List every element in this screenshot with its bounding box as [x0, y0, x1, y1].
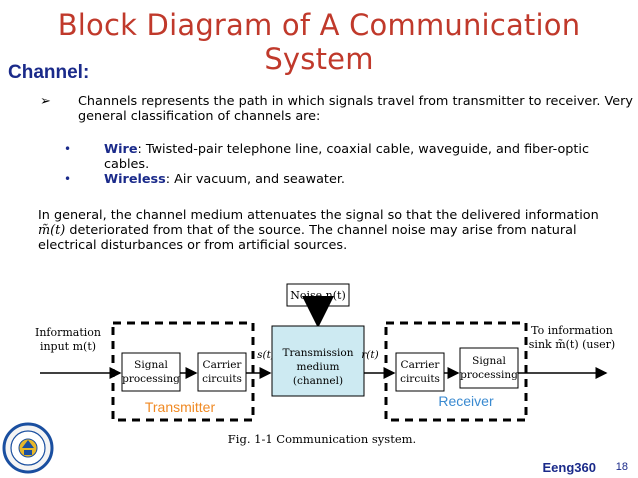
course-label: Eeng360 [542, 460, 596, 475]
intro-text: Channels represents the path in which si… [78, 94, 633, 124]
university-logo-icon [2, 422, 54, 474]
bullet-text: Air vacuum, and seawater. [170, 172, 345, 187]
info-input-label-1: Information [35, 326, 101, 339]
slide-title: Block Diagram of A Communication System [57, 8, 581, 76]
communication-system-diagram: Noise n(t) Information input m(t) Signal… [35, 283, 615, 446]
m-tilde-symbol: m̃(t) [38, 223, 66, 238]
tx-carrier-box [197, 352, 247, 392]
tx-carrier-label-1: Carrier [203, 359, 243, 371]
bullet-term: Wireless [104, 172, 166, 187]
paragraph-part2: deteriorated from that of the source. Th… [38, 223, 577, 253]
channel-paragraph: In general, the channel medium attenuate… [38, 208, 628, 253]
paragraph-part1: In general, the channel medium attenuate… [38, 208, 599, 223]
tx-sp-label-1: Signal [134, 359, 168, 371]
arrow-bullet-icon: ➢ [40, 94, 51, 109]
tx-sp-label-2: processing [122, 373, 180, 385]
rx-sp-label-2: processing [460, 369, 518, 381]
page-number: 18 [615, 461, 628, 473]
channel-label-1: Transmission [283, 347, 354, 359]
channel-box [271, 325, 365, 397]
bullet-text: Twisted-pair telephone line, coaxial cab… [104, 142, 590, 172]
channel-label-2: medium [297, 361, 340, 373]
bullet-dot-icon: • [64, 142, 72, 156]
bullet-item-wire: Wire: Twisted-pair telephone line, coaxi… [104, 142, 624, 172]
transmitter-label: Transmitter [145, 399, 216, 415]
s-label: s(t) [257, 349, 275, 361]
section-heading: Channel: [8, 62, 90, 83]
bullet-sep: : [137, 142, 142, 157]
bullet-term: Wire [104, 142, 138, 157]
info-output-label-2: sink m̃(t) (user) [529, 338, 615, 351]
rx-carrier-box [395, 352, 445, 392]
noise-label: Noise n(t) [290, 289, 346, 302]
figure-caption: Fig. 1-1 Communication system. [228, 432, 416, 446]
receiver-label: Receiver [438, 393, 494, 409]
rx-signal-processing-box [459, 347, 519, 389]
channel-label-3: (channel) [293, 375, 343, 387]
r-label: r(t) [361, 349, 378, 361]
tx-signal-processing-box [121, 352, 181, 392]
rx-carrier-label-2: circuits [400, 373, 440, 385]
bullet-dot-icon: • [64, 172, 72, 186]
rx-sp-label-1: Signal [472, 355, 506, 367]
bullet-item-wireless: Wireless: Air vacuum, and seawater. [104, 172, 624, 187]
info-input-label-2: input m(t) [40, 340, 96, 353]
tx-carrier-label-2: circuits [202, 373, 242, 385]
info-output-label-1: To information [531, 324, 613, 337]
bullet-sep: : [165, 172, 171, 187]
rx-carrier-label-1: Carrier [401, 359, 441, 371]
